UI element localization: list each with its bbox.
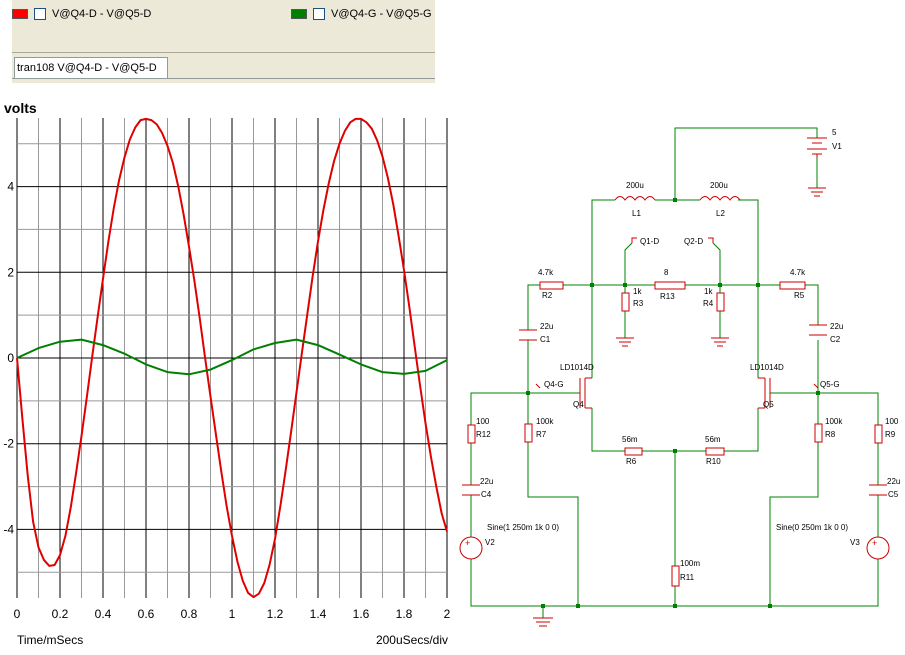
r3-value: 1k — [633, 287, 642, 296]
q5g-probe-label: Q5-G — [820, 380, 840, 389]
v1-name: V1 — [832, 142, 842, 151]
v2-value: Sine(1 250m 1k 0 0) — [487, 523, 559, 532]
c5-name: C5 — [888, 490, 899, 499]
c4-value: 22u — [480, 477, 493, 486]
r13-name: R13 — [660, 292, 675, 301]
r11-name: R11 — [680, 573, 695, 582]
chart-grid — [16, 118, 448, 598]
x-tick-label: 1 — [229, 607, 236, 621]
circuit-schematic[interactable]: ++ 5 V1 200u L1 200u L2 Q1-D Q2-D 8 R13 … — [455, 100, 905, 635]
c1-value: 22u — [540, 322, 553, 331]
x-tick-label: 2 — [444, 607, 451, 621]
time-scale-label: 200uSecs/div — [376, 633, 448, 647]
q1d-probe-label: Q1-D — [640, 237, 659, 246]
x-tick-label: 1.8 — [396, 607, 413, 621]
c4-name: C4 — [481, 490, 492, 499]
r7-value: 100k — [536, 417, 554, 426]
source-polarity-marks: ++ — [465, 538, 877, 548]
legend-item-q4d-q5d[interactable]: V@Q4-D - V@Q5-D — [12, 6, 151, 22]
probe-legend-bar: V@Q4-D - V@Q5-D V@Q4-G - V@Q5-G — [12, 0, 435, 53]
q5-model: LD1014D — [750, 363, 784, 372]
v3-name: V3 — [850, 538, 860, 547]
series-line-q4g-q5g — [16, 338, 448, 376]
r2-name: R2 — [542, 291, 553, 300]
r2-value: 4.7k — [538, 268, 554, 277]
y-tick-label: 4 — [7, 180, 14, 194]
x-tick-label: 1.4 — [310, 607, 327, 621]
schematic-labels: 5 V1 200u L1 200u L2 Q1-D Q2-D 8 R13 4.7… — [476, 128, 900, 582]
legend-color-swatch[interactable] — [291, 9, 307, 19]
q2d-probe-label: Q2-D — [684, 237, 703, 246]
c5-value: 22u — [887, 477, 900, 486]
series-line-q4d-q5d — [16, 117, 448, 599]
r4-name: R4 — [703, 299, 714, 308]
legend-visibility-checkbox[interactable] — [313, 8, 325, 20]
q4g-probe-label: Q4-G — [544, 380, 564, 389]
x-tick-label: 0.4 — [95, 607, 112, 621]
legend-label: V@Q4-D - V@Q5-D — [52, 8, 152, 20]
l2-name: L2 — [716, 209, 725, 218]
tab-divider — [12, 78, 435, 79]
chart-series — [16, 117, 448, 599]
r12-value: 100 — [476, 417, 490, 426]
schematic-junctions — [526, 198, 820, 608]
r8-name: R8 — [825, 430, 836, 439]
l2-value: 200u — [710, 181, 728, 190]
x-tick-label: 0.2 — [52, 607, 69, 621]
legend-item-q4g-q5g[interactable]: V@Q4-G - V@Q5-G — [291, 6, 432, 22]
x-tick-label: 0.6 — [138, 607, 155, 621]
x-tick-label: 1.6 — [353, 607, 370, 621]
v1-value: 5 — [832, 128, 837, 137]
r11-value: 100m — [680, 559, 700, 568]
v2-name: V2 — [485, 538, 495, 547]
x-tick-label: 0.8 — [181, 607, 198, 621]
r3-name: R3 — [633, 299, 644, 308]
waveform-chart[interactable]: volts 0 0.2 0.4 0.6 0.8 1 1.2 1.4 1.6 1.8 2 4 2 0 -2 -4… — [0, 95, 455, 650]
r9-value: 100 — [885, 417, 899, 426]
x-tick-label: 1.2 — [267, 607, 284, 621]
r9-name: R9 — [885, 430, 896, 439]
legend-visibility-checkbox[interactable] — [34, 8, 46, 20]
c2-name: C2 — [830, 335, 841, 344]
y-tick-label: 2 — [7, 265, 14, 279]
y-tick-label: -4 — [3, 522, 14, 536]
r4-value: 1k — [704, 287, 713, 296]
r8-value: 100k — [825, 417, 843, 426]
l1-name: L1 — [632, 209, 641, 218]
svg-text:+: + — [465, 538, 470, 548]
chart-tick-labels: 0 0.2 0.4 0.6 0.8 1 1.2 1.4 1.6 1.8 2 4 2 0 -2 -4 — [3, 180, 450, 621]
r5-name: R5 — [794, 291, 805, 300]
r6-name: R6 — [626, 457, 637, 466]
y-axis-label: volts — [4, 100, 37, 116]
schematic-components — [459, 137, 890, 627]
graph-tab-bar: tran108 V@Q4-D - V@Q5-D — [12, 53, 435, 83]
x-axis-label: Time/mSecs — [17, 633, 83, 647]
r10-name: R10 — [706, 457, 721, 466]
legend-label: V@Q4-G - V@Q5-G — [331, 8, 432, 20]
r6-value: 56m — [622, 435, 638, 444]
tab-tran108[interactable]: tran108 V@Q4-D - V@Q5-D — [14, 57, 168, 78]
r10-value: 56m — [705, 435, 721, 444]
r7-name: R7 — [536, 430, 547, 439]
y-tick-label: 0 — [7, 351, 14, 365]
r13-value: 8 — [664, 268, 669, 277]
c2-value: 22u — [830, 322, 843, 331]
r5-value: 4.7k — [790, 268, 806, 277]
r12-name: R12 — [476, 430, 491, 439]
legend-color-swatch[interactable] — [12, 9, 28, 19]
q4-name: Q4 — [573, 400, 584, 409]
svg-text:+: + — [872, 538, 877, 548]
q4-model: LD1014D — [560, 363, 594, 372]
x-tick-label: 0 — [14, 607, 21, 621]
schematic-wires — [470, 127, 879, 618]
l1-value: 200u — [626, 181, 644, 190]
v3-value: Sine(0 250m 1k 0 0) — [776, 523, 848, 532]
c1-name: C1 — [540, 335, 551, 344]
y-tick-label: -2 — [3, 437, 14, 451]
q5-name: Q5 — [763, 400, 774, 409]
